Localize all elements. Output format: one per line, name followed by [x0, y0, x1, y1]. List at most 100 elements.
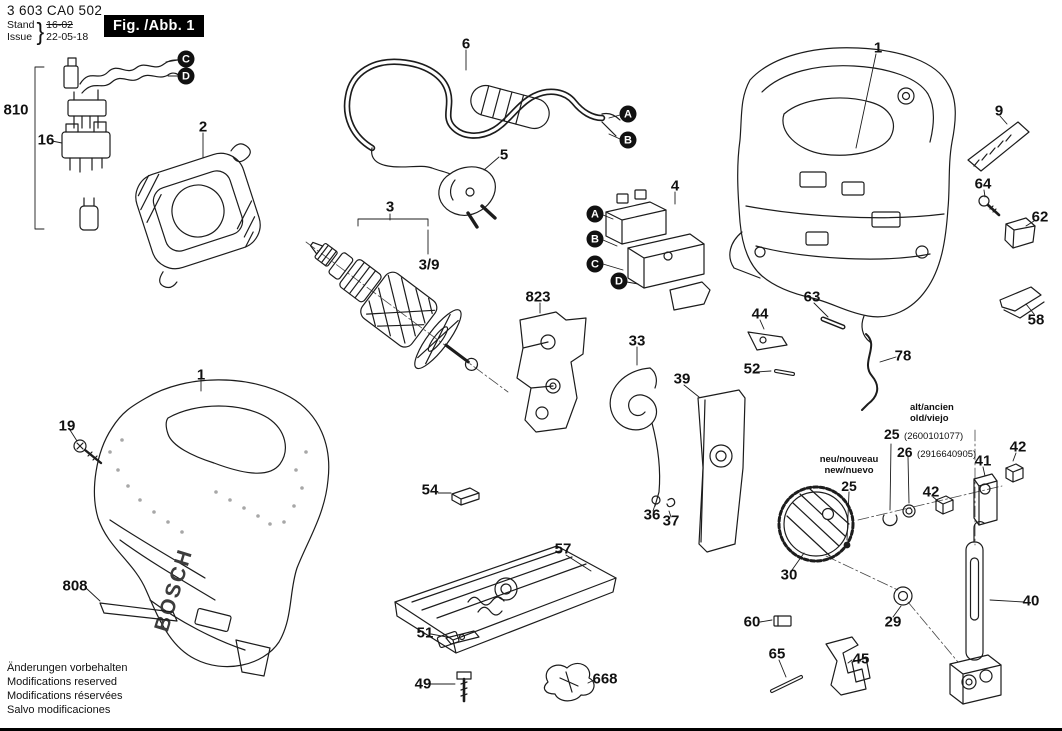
part-callout: 5	[499, 146, 509, 164]
part-callout: 33	[628, 332, 646, 350]
part-callout: 40	[1022, 592, 1040, 610]
figure-label: Fig. /Abb. 1	[104, 15, 204, 37]
counterweight	[973, 473, 998, 526]
gear	[777, 485, 855, 563]
part-reference: (2916640905)	[917, 449, 977, 460]
part-callout: 16	[37, 131, 55, 149]
part-reference: (2600101077)	[904, 431, 964, 442]
square-nuts	[935, 463, 1024, 515]
part-callout: 25	[841, 478, 857, 494]
old-version-note: alt/ancien old/viejo 25 (2600101077) 26 …	[884, 402, 1014, 462]
part-callout: 42	[1009, 438, 1027, 456]
note-line: old/viejo	[910, 413, 949, 424]
legal-line-es: Salvo modificaciones	[7, 704, 111, 716]
type-number: 3 603 CA0 502	[7, 3, 103, 18]
part-callout: 39	[673, 370, 691, 388]
revision-block: Stand Issue } 16-02 22-05-18	[7, 16, 102, 46]
part-callout: 26	[897, 444, 913, 460]
part-callout: 4	[670, 177, 680, 195]
part-callout: 44	[751, 305, 769, 323]
part-callout: 3	[385, 198, 395, 216]
switch-assembly	[605, 189, 711, 311]
wire-marker: D	[610, 272, 628, 290]
wire-marker: D	[177, 67, 195, 85]
wire-marker: C	[177, 50, 195, 68]
part-callout: 9	[994, 102, 1004, 120]
part-callout: 810	[3, 101, 29, 119]
leader-lines	[34, 49, 1035, 685]
part-callout: 62	[1031, 208, 1049, 226]
part-callout: 49	[414, 675, 432, 693]
part-callout: 64	[974, 175, 992, 193]
note-line: alt/ancien	[910, 402, 954, 413]
part-callout: 52	[743, 360, 761, 378]
pad-54	[451, 487, 480, 506]
new-version-note: neu/nouveau new/nuevo 25	[816, 454, 882, 494]
part-callout: 36	[643, 506, 661, 524]
power-plug	[438, 166, 497, 229]
retaining-rings	[882, 504, 916, 606]
issue-value: 22-05-18	[46, 31, 89, 43]
revision-brace: }	[36, 16, 45, 46]
blade-clamp-668	[543, 663, 595, 702]
page-bottom-rule	[0, 728, 1062, 731]
note-line: neu/nouveau	[819, 454, 879, 465]
part-callout: 25	[884, 426, 900, 442]
legal-note: Änderungen vorbehalten Modifications res…	[7, 661, 127, 717]
assembly-axis-lines	[305, 241, 1003, 663]
legal-line-de: Änderungen vorbehalten	[7, 662, 128, 674]
part-callout: 42	[922, 483, 940, 501]
part-callout: 1	[196, 366, 206, 384]
screw-19	[73, 439, 103, 465]
part-callout: 2	[198, 118, 208, 136]
screw-49	[456, 671, 472, 703]
adjusting-lever	[609, 367, 661, 507]
note-line: new/nuevo	[824, 465, 874, 476]
part-callout: 30	[780, 566, 798, 584]
part-callout: 51	[416, 624, 434, 642]
washers	[651, 495, 676, 508]
part-callout: 63	[803, 288, 821, 306]
wire-harness	[63, 57, 182, 94]
wire-marker: C	[586, 255, 604, 273]
pin-65	[770, 675, 803, 693]
plunger-assembly	[949, 521, 1002, 705]
part-callout: 823	[525, 288, 551, 306]
part-callout: 668	[592, 670, 618, 688]
block-60	[773, 615, 792, 627]
issue-label: Issue	[7, 31, 33, 43]
wire-marker: A	[586, 205, 604, 223]
armature	[309, 241, 479, 371]
jigsaw-body: BOSCH	[93, 379, 330, 677]
base-plate	[394, 545, 617, 654]
cover-plate-808	[99, 602, 178, 622]
clamp-plate-51	[445, 630, 480, 645]
part-callout: 29	[884, 613, 902, 631]
bearing-bracket	[516, 311, 587, 433]
terminal-modules	[61, 89, 111, 231]
part-callout: 54	[421, 481, 439, 499]
part-callout: 37	[662, 512, 680, 530]
part-callout: 57	[554, 540, 572, 558]
wire-marker: B	[619, 131, 637, 149]
stand-label: Stand	[7, 19, 35, 31]
part-callout: 3/9	[418, 256, 440, 274]
grip-dots	[108, 438, 308, 534]
legal-line-en: Modifications reserved	[7, 676, 118, 688]
part-callout: 45	[852, 650, 870, 668]
saw-blade	[967, 121, 1030, 172]
part-callout: 808	[62, 577, 88, 595]
wire-marker: A	[619, 105, 637, 123]
part-callout: 6	[461, 35, 471, 53]
small-parts-right	[747, 195, 1045, 411]
part-callout: 58	[1027, 311, 1045, 329]
stator	[135, 143, 261, 289]
part-callout: 65	[768, 645, 786, 663]
wire-marker: B	[586, 230, 604, 248]
part-callout: 41	[974, 452, 992, 470]
part-callout: 1	[873, 39, 883, 57]
part-callout: 78	[894, 347, 912, 365]
guide-plate	[697, 389, 746, 553]
